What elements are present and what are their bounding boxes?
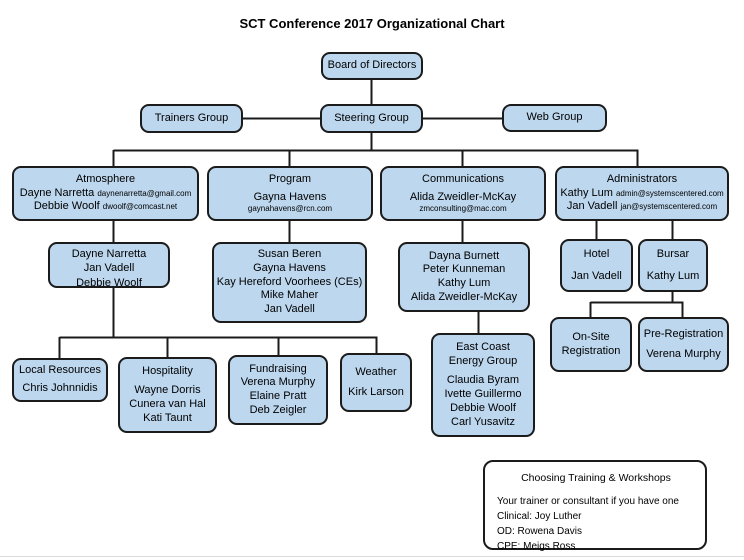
node-hospitality: Hospitality Wayne Dorris Cunera van Hal … [118, 357, 217, 433]
note-title: Choosing Training & Workshops [521, 472, 671, 484]
member-email: dwoolf@comcast.net [102, 202, 178, 212]
note-line: Your trainer or consultant if you have o… [497, 495, 679, 507]
member-name: Gayna Havens [253, 190, 327, 203]
node-title: Hospitality [142, 364, 193, 377]
member-email: daynenarretta@gmail.com [97, 188, 192, 198]
node-administrators: Administrators Kathy Lum admin@systemsce… [555, 166, 729, 221]
member-line: Dayne Narretta daynenarretta@gmail.com [20, 187, 192, 201]
member-line: Kathy Lum admin@systemscentered.com [560, 187, 723, 201]
page-edge-divider [0, 556, 744, 557]
node-local-resources: Local Resources Chris Johnnidis [12, 358, 108, 402]
node-atmosphere: Atmosphere Dayne Narretta daynenarretta@… [12, 166, 199, 221]
node-title: Program [268, 172, 312, 185]
member-name: Dayne Narretta [71, 248, 147, 260]
node-hotel: Hotel Jan Vadell [560, 239, 633, 292]
node-atmosphere-team: Dayne Narretta Jan Vadell Debbie Woolf [48, 242, 170, 288]
member-name: Jan Vadell [571, 269, 622, 282]
member-name: Claudia Byram [446, 374, 520, 387]
member-name: Kathy Lum [646, 269, 700, 282]
member-name: Dayne Narretta [19, 186, 95, 199]
member-name: Wayne Dorris [134, 384, 201, 397]
member-name: Deb Zeigler [249, 403, 307, 416]
member-name: Verena Murphy [240, 376, 316, 389]
member-name: Gayna Havens [253, 261, 326, 274]
member-name: Alida Zweidler-McKay [409, 190, 517, 203]
node-title: Weather [355, 365, 397, 378]
node-trainers-group: Trainers Group [140, 104, 243, 133]
member-name: Elaine Pratt [249, 390, 307, 402]
node-weather: Weather Kirk Larson [340, 353, 412, 412]
member-name: Carl Yusavitz [451, 415, 515, 428]
node-program-team: Susan Beren Gayna Havens Kay Hereford Vo… [212, 242, 367, 323]
node-communications: Communications Alida Zweidler-McKay zmco… [380, 166, 546, 221]
member-name: Peter Kunneman [422, 263, 506, 276]
member-name: Mike Maher [260, 289, 319, 302]
node-title: On-Site [572, 330, 610, 343]
member-name: Jan Vadell [566, 200, 618, 213]
member-name: Kati Taunt [143, 411, 192, 424]
member-email: gaynahavens@rcn.com [247, 204, 333, 214]
note-line: OD: Rowena Davis [497, 525, 583, 537]
node-communications-team: Dayna Burnett Peter Kunneman Kathy Lum A… [398, 242, 530, 312]
node-board-of-directors: Board of Directors [321, 52, 423, 80]
node-label: Board of Directors [327, 59, 417, 72]
member-name: Cunera van Hal [129, 398, 206, 410]
member-name: Debbie Woolf [33, 200, 100, 213]
member-name: Debbie Woolf [76, 276, 142, 288]
node-program: Program Gayna Havens gaynahavens@rcn.com [207, 166, 373, 221]
node-title: Energy Group [448, 354, 518, 367]
node-east-coast-energy-group: East Coast Energy Group Claudia Byram Iv… [431, 333, 535, 437]
member-name: Kathy Lum [560, 186, 613, 199]
node-title: Hotel [583, 247, 610, 260]
member-name: Kathy Lum [437, 277, 491, 289]
node-bursar: Bursar Kathy Lum [638, 239, 708, 292]
node-title: Fundraising [249, 362, 307, 375]
node-label: Web Group [526, 111, 583, 124]
node-title: Atmosphere [75, 172, 136, 185]
node-title: Communications [422, 172, 504, 185]
node-label: Steering Group [334, 111, 409, 124]
node-title: Pre-Registration [643, 327, 724, 340]
member-line: Debbie Woolf dwoolf@comcast.net [34, 200, 177, 214]
node-web-group: Web Group [502, 104, 607, 132]
member-email: jan@systemscentered.com [620, 202, 718, 212]
note-line: Clinical: Joy Luther [497, 510, 582, 522]
member-name: Jan Vadell [264, 303, 315, 316]
member-email: admin@systemscentered.com [615, 188, 724, 198]
node-pre-registration: Pre-Registration Verena Murphy [638, 317, 729, 372]
node-title: East Coast [456, 340, 510, 353]
page-title: SCT Conference 2017 Organizational Chart [239, 16, 505, 31]
node-fundraising: Fundraising Verena Murphy Elaine Pratt D… [228, 355, 328, 425]
member-name: Alida Zweidler-McKay [410, 290, 518, 303]
node-title: Bursar [656, 247, 690, 260]
node-label: Trainers Group [154, 111, 229, 124]
member-name: Chris Johnnidis [22, 382, 98, 394]
member-email: zmconsulting@mac.com [419, 204, 507, 214]
member-line: Jan Vadell jan@systemscentered.com [567, 200, 717, 214]
member-name: Verena Murphy [646, 347, 721, 360]
member-name: Jan Vadell [83, 262, 135, 275]
note-line: CPE: Meigs Ross [497, 540, 576, 552]
node-title: Registration [561, 344, 621, 357]
member-name: Dayna Burnett [428, 249, 500, 262]
node-title: Administrators [606, 172, 678, 185]
member-name: Debbie Woolf [450, 401, 516, 414]
member-name: Kirk Larson [348, 385, 404, 398]
note-choosing-training: Choosing Training & Workshops Your train… [483, 460, 707, 552]
node-onsite-registration: On-Site Registration [550, 317, 632, 372]
member-name: Ivette Guillermo [444, 388, 522, 400]
member-name: Kay Hereford Voorhees (CEs) [216, 275, 363, 288]
node-title: Local Resources [19, 364, 101, 377]
member-name: Susan Beren [257, 248, 322, 261]
node-steering-group: Steering Group [320, 104, 423, 133]
